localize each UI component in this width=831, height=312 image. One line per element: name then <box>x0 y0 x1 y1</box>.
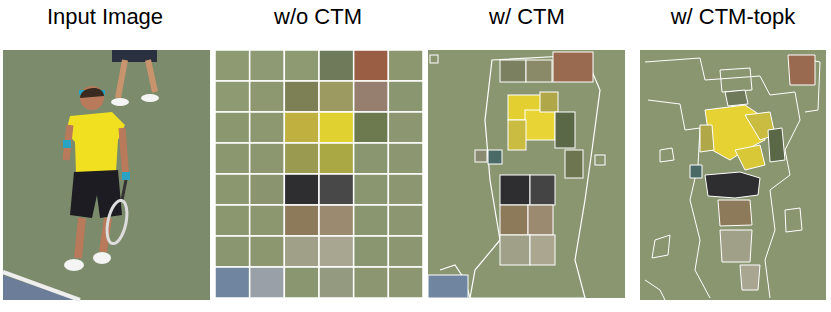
panel-title: w/ CTM <box>489 4 565 30</box>
token-cell <box>500 175 530 205</box>
token-cell <box>428 275 468 298</box>
token-region <box>705 172 760 198</box>
token-cell <box>388 174 423 205</box>
token-cell <box>319 81 354 112</box>
token-cell <box>388 112 423 143</box>
token-cell <box>500 235 530 265</box>
token-cell <box>319 205 354 236</box>
token-cell <box>215 50 250 81</box>
token-cell <box>215 143 250 174</box>
token-cell <box>475 150 487 162</box>
token-cell <box>354 267 389 298</box>
token-cell <box>284 267 319 298</box>
token-cell <box>215 267 250 298</box>
token-cell <box>354 112 389 143</box>
token-cell <box>488 150 502 164</box>
token-cell <box>388 143 423 174</box>
token-cell <box>284 236 319 267</box>
token-cell <box>250 81 285 112</box>
token-cell <box>354 236 389 267</box>
token-cell <box>250 174 285 205</box>
token-cell <box>388 205 423 236</box>
token-cell <box>215 205 250 236</box>
token-cell <box>388 267 423 298</box>
token-cell <box>530 175 555 205</box>
token-cell <box>284 174 319 205</box>
token-cell <box>388 236 423 267</box>
token-region <box>768 128 785 162</box>
token-cell <box>500 60 526 82</box>
token-cell <box>388 81 423 112</box>
token-cell <box>250 267 285 298</box>
token-cell <box>319 50 354 81</box>
clustered-tokens <box>428 50 625 298</box>
token-region <box>690 165 702 178</box>
token-cell <box>284 143 319 174</box>
token-region <box>720 230 752 262</box>
token-cell <box>250 143 285 174</box>
token-cell <box>354 174 389 205</box>
topk-clustered-tokens <box>640 50 826 300</box>
token-cell <box>500 205 528 235</box>
token-cell <box>508 120 526 150</box>
token-cell <box>388 50 423 81</box>
token-region <box>718 200 752 226</box>
token-cell <box>284 81 319 112</box>
token-cell <box>215 236 250 267</box>
token-region <box>788 55 815 85</box>
token-cell <box>354 205 389 236</box>
token-cell <box>540 92 558 112</box>
token-cell <box>215 81 250 112</box>
token-cell <box>530 235 555 265</box>
token-cell <box>553 52 593 82</box>
token-cell <box>525 110 555 140</box>
token-cell <box>528 205 553 235</box>
token-region <box>735 145 765 170</box>
panel-title: w/ CTM-topk <box>671 4 796 30</box>
token-cell <box>284 50 319 81</box>
token-cell <box>250 50 285 81</box>
panel-title: Input Image <box>47 4 163 30</box>
token-cell <box>319 143 354 174</box>
token-cell <box>319 267 354 298</box>
token-region <box>740 265 760 290</box>
token-cell <box>319 236 354 267</box>
token-cell <box>284 112 319 143</box>
uniform-token-grid <box>215 50 423 298</box>
token-cell <box>526 60 552 82</box>
input-photo <box>3 50 210 300</box>
panel-title: w/o CTM <box>274 4 362 30</box>
token-cell <box>555 112 575 148</box>
token-cell <box>250 236 285 267</box>
token-cell <box>215 174 250 205</box>
token-cell <box>565 150 583 178</box>
token-region <box>700 125 714 152</box>
token-cell <box>215 112 250 143</box>
token-cell <box>319 112 354 143</box>
token-cell <box>354 81 389 112</box>
token-cell <box>354 50 389 81</box>
token-cell <box>284 205 319 236</box>
token-cell <box>250 112 285 143</box>
token-region <box>725 90 748 106</box>
token-cell <box>250 205 285 236</box>
token-cell <box>319 174 354 205</box>
token-cell <box>354 143 389 174</box>
